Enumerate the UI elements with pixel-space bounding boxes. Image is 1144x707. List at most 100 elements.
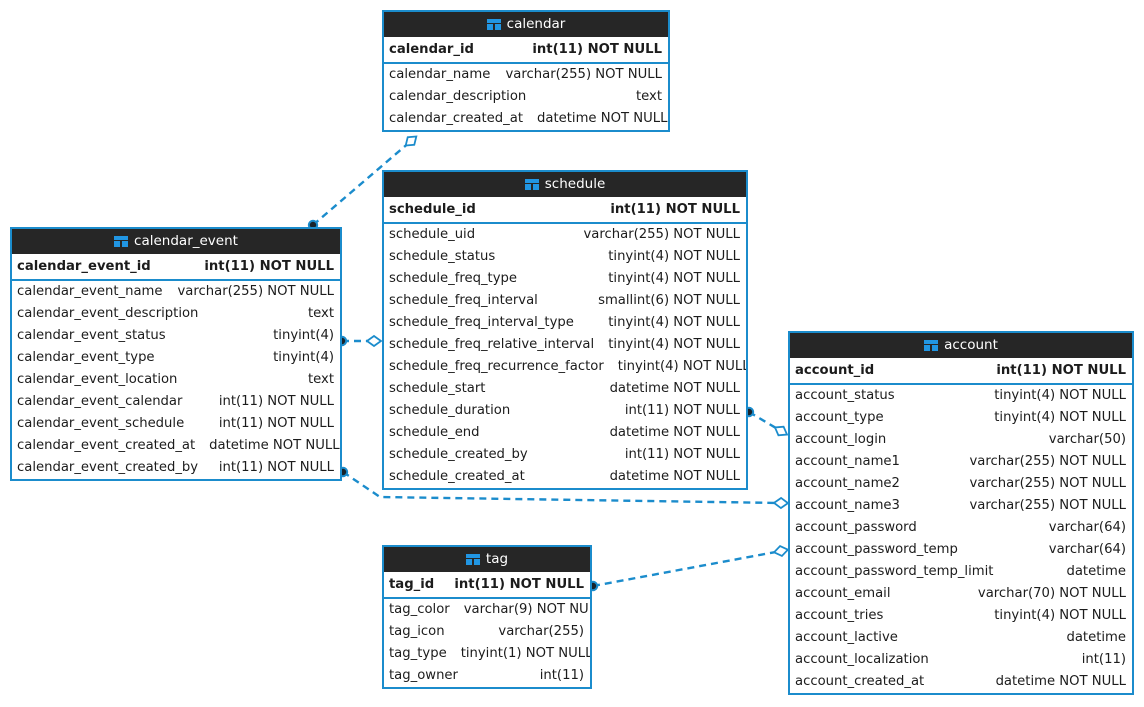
column-name: schedule_id [389, 202, 476, 217]
column-type: int(11) NOT NULL [532, 42, 662, 57]
column-type: tinyint(4) NOT NULL [608, 315, 740, 330]
column-name: calendar_event_calendar [17, 394, 183, 409]
column-type: datetime [1066, 630, 1126, 645]
column-name: schedule_status [389, 249, 496, 264]
relationship-diamond-marker [772, 496, 790, 510]
column-name: calendar_event_name [17, 284, 163, 299]
column-name: schedule_freq_relative_interval [389, 337, 595, 352]
column-name: schedule_uid [389, 227, 476, 242]
entity-header-account[interactable]: account [790, 333, 1132, 358]
entity-title: account [944, 337, 998, 353]
column-type: int(11) NOT NULL [624, 403, 740, 418]
column-type: varchar(64) [1048, 520, 1126, 535]
column-name: calendar_event_created_by [17, 460, 199, 475]
column-name: calendar_event_id [17, 259, 151, 274]
column-type: varchar(255) [498, 624, 584, 639]
column-row[interactable]: schedule_freq_interval_type tinyint(4) NO… [384, 312, 746, 334]
column-row[interactable]: schedule_duration int(11) NOT NULL [384, 400, 746, 422]
rel-tag-to-account[interactable] [587, 544, 790, 592]
column-name: tag_id [389, 577, 435, 592]
entity-header-tag[interactable]: tag [384, 547, 590, 572]
column-type: tinyint(4) NOT NULL [994, 608, 1126, 623]
column-type: int(11) NOT NULL [218, 394, 334, 409]
column-type: varchar(9) NOT NULL [463, 602, 592, 617]
column-name: calendar_event_status [17, 328, 166, 343]
column-row[interactable]: calendar_event_name varchar(255) NOT NULL [12, 281, 340, 303]
entity-header-calendar[interactable]: calendar [384, 12, 668, 37]
column-type: datetime NOT NULL [609, 381, 740, 396]
column-type: int(11) NOT NULL [624, 447, 740, 462]
column-name: schedule_duration [389, 403, 511, 418]
rel-calendar-event-to-schedule[interactable] [336, 334, 383, 348]
column-name: calendar_id [389, 42, 474, 57]
column-name: account_localization [795, 652, 929, 667]
column-type: text [307, 372, 334, 387]
column-name: account_status [795, 388, 895, 403]
column-type: tinyint(4) NOT NULL [617, 359, 748, 374]
rel-schedule-to-account[interactable] [743, 406, 790, 439]
relationship-diamond-marker [772, 544, 790, 558]
entity-header-calendar_event[interactable]: calendar_event [12, 229, 340, 254]
column-type: varchar(255) NOT NULL [177, 284, 335, 299]
column-name: calendar_created_at [389, 111, 524, 126]
column-type: text [635, 89, 662, 104]
column-name: account_password_temp [795, 542, 958, 557]
column-name: schedule_freq_interval_type [389, 315, 574, 330]
table-icon [486, 19, 501, 30]
entity-header-schedule[interactable]: schedule [384, 172, 746, 197]
column-type: tinyint(4) NOT NULL [608, 271, 740, 286]
column-row[interactable]: calendar_event_calendar int(11) NOT NULL [12, 391, 340, 413]
table-icon [465, 554, 480, 565]
primary-key-row[interactable]: calendar_id int(11) NOT NULL [384, 37, 668, 64]
